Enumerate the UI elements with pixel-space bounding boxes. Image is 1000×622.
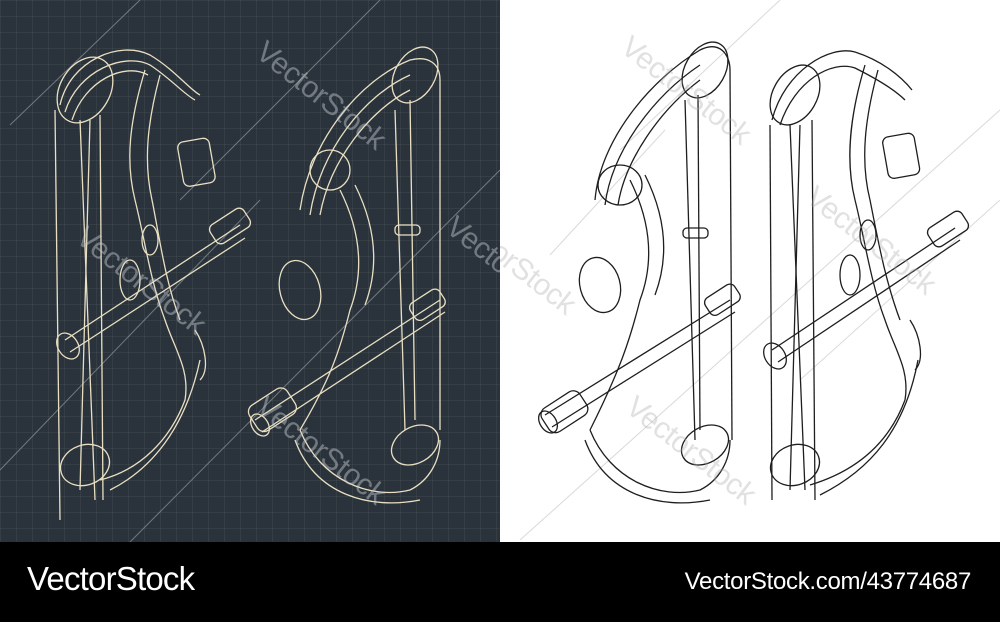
dark-blueprint-panel: VectorStock VectorStock VectorStock Vect…: [0, 0, 500, 542]
dark-panel-drawing: [0, 0, 500, 542]
image-reference-id: VectorStock.com/43774687: [684, 568, 972, 595]
image-stage: VectorStock VectorStock VectorStock Vect…: [0, 0, 1000, 542]
bow-drawing-3: [537, 41, 741, 504]
bow-drawing-4: [763, 50, 970, 501]
light-panel-drawing: [519, 0, 1000, 541]
bow-drawing-1: [54, 49, 252, 521]
brand-logo-text: VectorStock: [27, 560, 195, 597]
light-blueprint-panel: VectorStock VectorStock VectorStock Vect…: [500, 0, 1000, 542]
footer-bar: VectorStock VectorStock.com/43774687: [0, 542, 1000, 622]
bow-drawing-2: [247, 46, 446, 504]
